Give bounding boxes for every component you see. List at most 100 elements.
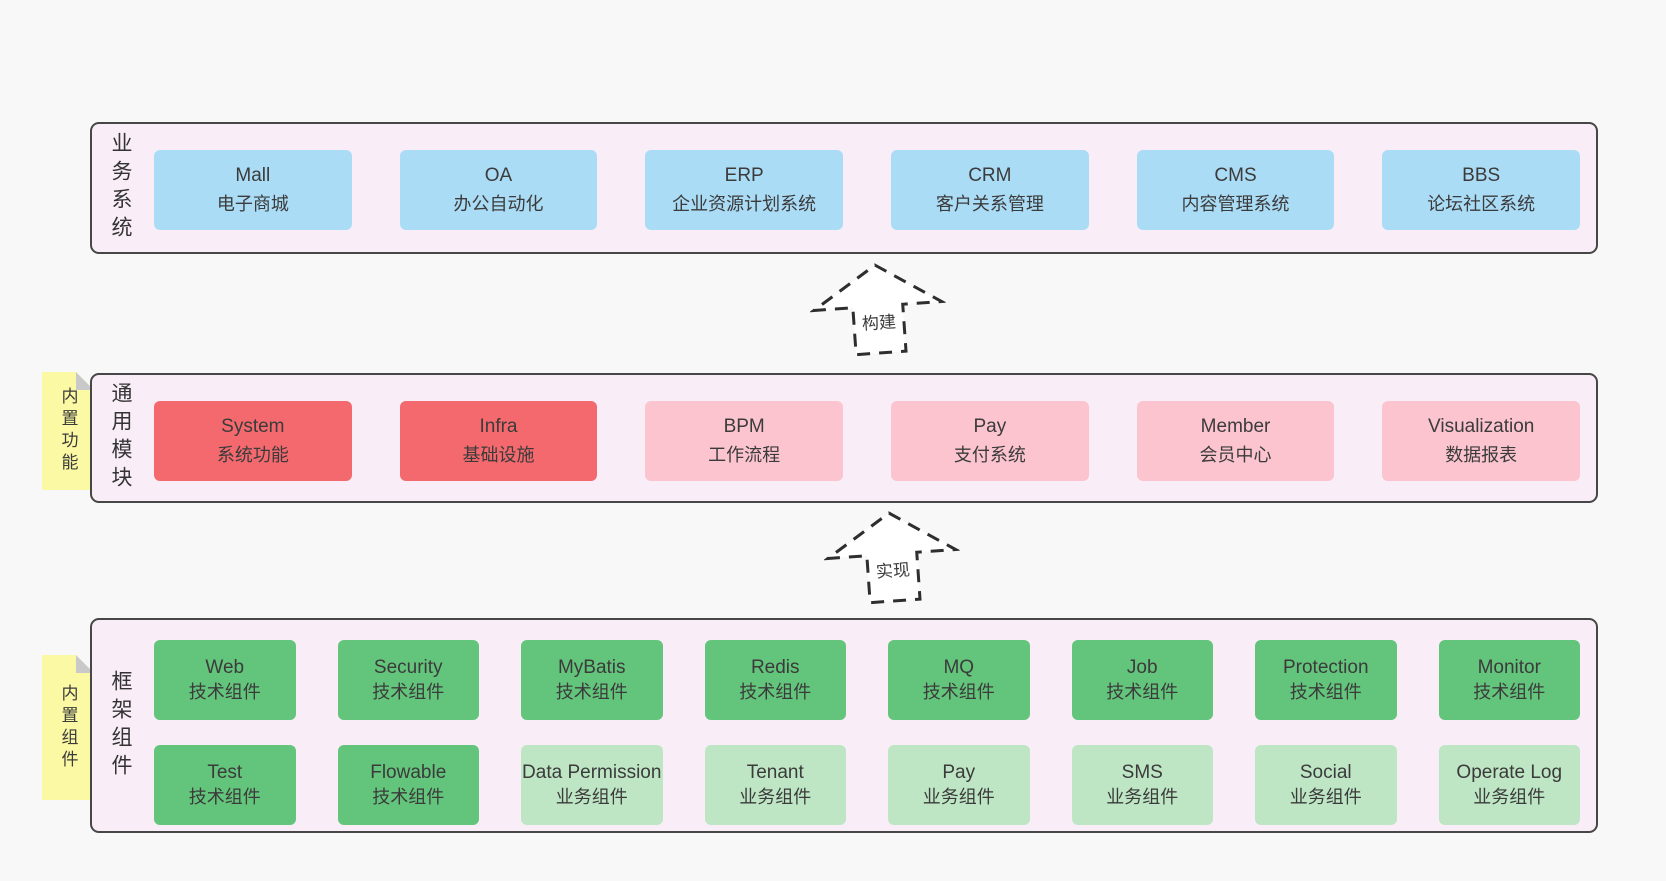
component-box-protection: Protection 技术组件 [1255,640,1397,720]
system-box-bbs: BBS 论坛社区系统 [1382,150,1581,230]
box-title: Data Permission [522,761,662,783]
component-box-tenant: Tenant 业务组件 [704,745,846,825]
system-box-oa: OA 办公自动化 [399,150,598,230]
component-box-job: Job 技术组件 [1071,640,1213,720]
box-subtitle: 技术组件 [555,681,628,702]
module-box-infra: Infra 基础设施 [399,401,598,481]
box-title: CMS [1214,165,1257,187]
box-title: OA [484,165,513,187]
box-subtitle: 技术组件 [372,786,445,807]
box-subtitle: 技术组件 [188,786,261,807]
box-title: Job [1126,656,1158,678]
builtin-features-tag: 内置功能 [42,372,94,490]
component-box-mq: MQ 技术组件 [888,640,1030,720]
box-title: Member [1200,416,1271,438]
box-subtitle: 业务组件 [1106,786,1179,807]
box-subtitle: 系统功能 [216,444,289,465]
box-title: Security [373,656,443,678]
box-title: SMS [1121,761,1163,783]
box-title: Web [205,656,245,678]
business-layer-label: 业务系统 [109,132,132,244]
component-box-mybatis: MyBatis 技术组件 [521,640,663,720]
box-title: CRM [968,165,1012,187]
components-row-1: Web 技术组件 Security 技术组件 MyBatis 技术组件 Redi… [154,640,1580,720]
build-arrow-label: 构建 [857,306,900,337]
builtin-components-tag-label: 内置组件 [58,683,78,772]
system-box-cms: CMS 内容管理系统 [1136,150,1335,230]
box-title: MyBatis [557,656,626,678]
box-subtitle: 客户关系管理 [935,193,1044,214]
box-title: Visualization [1428,416,1535,438]
box-subtitle: 论坛社区系统 [1427,193,1536,214]
box-title: MQ [943,656,975,678]
components-row-2: Test 技术组件 Flowable 技术组件 Data Permission … [154,745,1580,825]
common-layer-label: 通用模块 [109,382,132,494]
component-box-redis: Redis 技术组件 [704,640,846,720]
module-box-system: System 系统功能 [154,401,352,481]
implement-arrow: 实现 [821,505,963,608]
box-title: BBS [1462,165,1501,187]
box-subtitle: 技术组件 [1289,681,1362,702]
box-title: ERP [724,165,764,187]
box-subtitle: 内容管理系统 [1181,193,1290,214]
box-title: Operate Log [1456,761,1563,783]
box-subtitle: 业务组件 [922,786,995,807]
box-title: Flowable [370,761,447,783]
component-box-web: Web 技术组件 [154,640,296,720]
box-subtitle: 电子商城 [216,193,289,214]
module-box-bpm: BPM 工作流程 [645,401,844,481]
component-box-sms: SMS 业务组件 [1071,745,1213,825]
box-subtitle: 支付系统 [953,444,1026,465]
component-box-social: Social 业务组件 [1255,745,1397,825]
box-subtitle: 技术组件 [1106,681,1179,702]
box-title: Protection [1282,656,1369,678]
box-subtitle: 业务组件 [739,786,812,807]
framework-components-layer: 框架组件 Web 技术组件 Security 技术组件 MyBatis 技术组件… [90,618,1598,833]
box-subtitle: 会员中心 [1199,444,1272,465]
common-modules-layer: 通用模块 System 系统功能 Infra 基础设施 BPM 工作流程 Pay… [90,373,1598,503]
common-boxes-row: System 系统功能 Infra 基础设施 BPM 工作流程 Pay 支付系统… [154,401,1581,481]
box-title: Mall [235,165,271,187]
box-subtitle: 企业资源计划系统 [672,193,817,214]
box-title: Infra [479,416,518,438]
box-title: System [221,416,285,438]
box-subtitle: 技术组件 [372,681,445,702]
system-box-erp: ERP 企业资源计划系统 [645,150,844,230]
component-box-data-permission: Data Permission 业务组件 [521,745,663,825]
box-subtitle: 业务组件 [1289,786,1362,807]
box-subtitle: 技术组件 [188,681,261,702]
box-subtitle: 数据报表 [1445,444,1518,465]
implement-arrow-label: 实现 [871,554,914,585]
box-subtitle: 办公自动化 [453,193,544,214]
module-box-visualization: Visualization 数据报表 [1382,401,1581,481]
box-subtitle: 基础设施 [462,444,535,465]
business-systems-layer: 业务系统 Mall 电子商城 OA 办公自动化 ERP 企业资源计划系统 CRM… [90,122,1598,254]
box-title: Test [207,761,243,783]
box-title: Pay [973,416,1007,438]
component-box-test: Test 技术组件 [154,745,296,825]
component-box-pay: Pay 业务组件 [888,745,1030,825]
box-title: Social [1299,761,1352,783]
components-layer-label: 框架组件 [109,669,132,782]
build-arrow: 构建 [807,257,949,360]
builtin-features-tag-label: 内置功能 [58,387,78,475]
system-box-mall: Mall 电子商城 [154,150,352,230]
builtin-components-tag: 内置组件 [42,655,94,800]
box-subtitle: 工作流程 [708,444,781,465]
box-title: Redis [750,656,800,678]
component-box-monitor: Monitor 技术组件 [1438,640,1580,720]
component-box-flowable: Flowable 技术组件 [337,745,479,825]
component-box-operate-log: Operate Log 业务组件 [1438,745,1580,825]
box-subtitle: 技术组件 [922,681,995,702]
box-title: Tenant [746,761,804,783]
box-subtitle: 技术组件 [1473,681,1546,702]
business-boxes-row: Mall 电子商城 OA 办公自动化 ERP 企业资源计划系统 CRM 客户关系… [154,150,1581,230]
box-title: Monitor [1477,656,1541,678]
module-box-pay: Pay 支付系统 [891,401,1089,481]
box-subtitle: 技术组件 [739,681,812,702]
module-box-member: Member 会员中心 [1136,401,1335,481]
box-subtitle: 业务组件 [1473,786,1546,807]
box-title: Pay [942,761,976,783]
box-subtitle: 业务组件 [555,786,628,807]
